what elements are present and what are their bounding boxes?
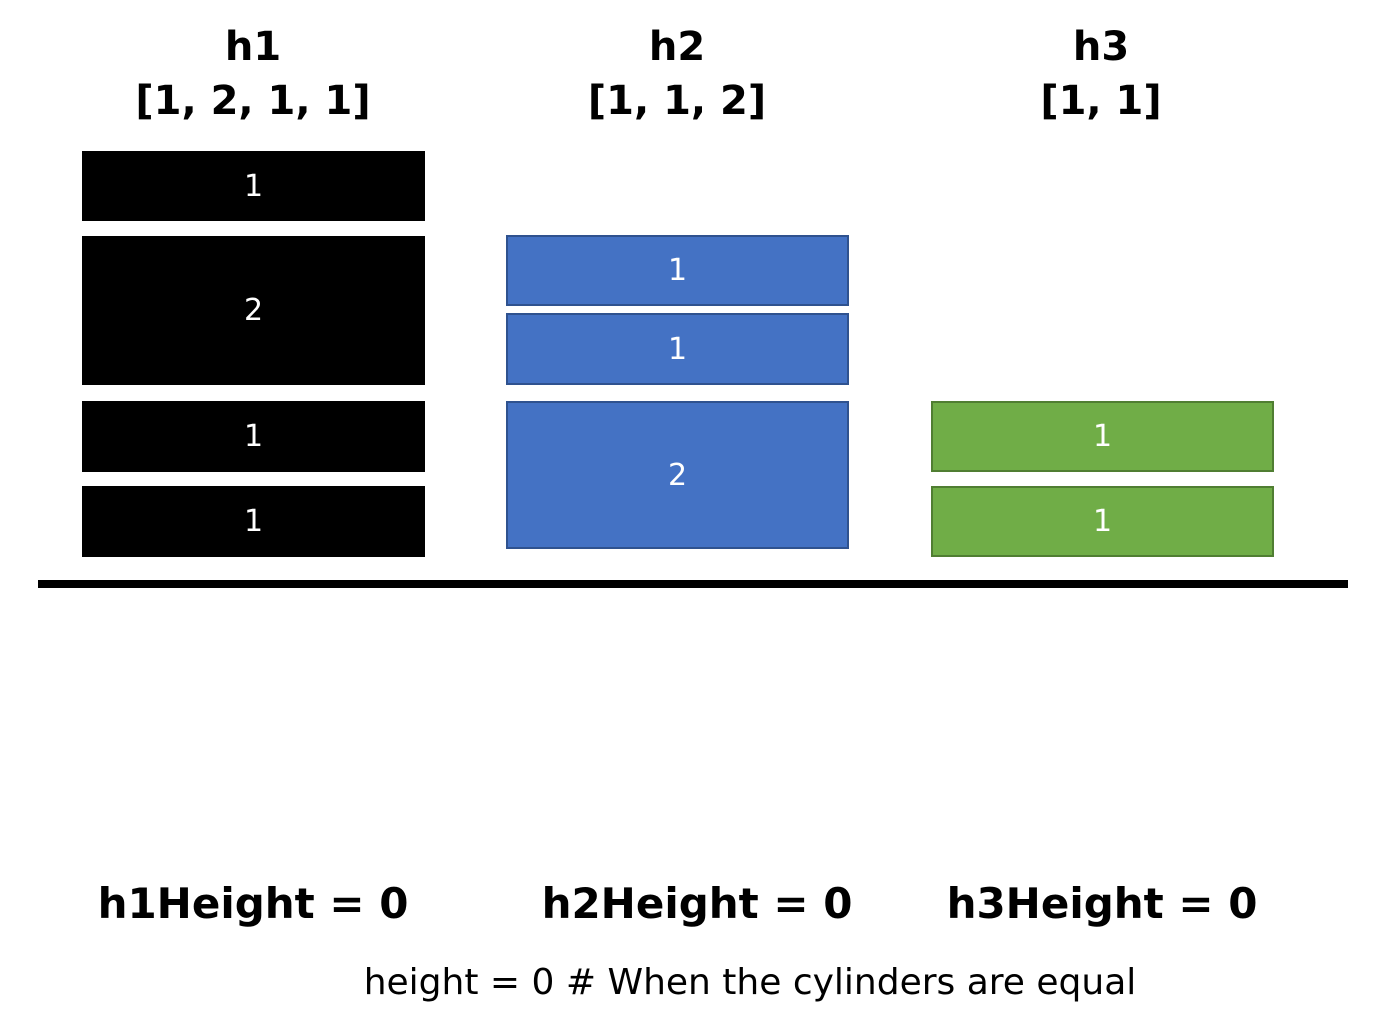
footer-note: height = 0 # When the cylinders are equa…: [363, 962, 1137, 1003]
height-label-h2: h2Height = 0: [541, 879, 853, 928]
cylinder-h2-2: 1: [506, 313, 849, 385]
stack-title-h2: h2 [1, 1, 2]: [505, 20, 849, 128]
stack-title-h1: h1 [1, 2, 1, 1]: [81, 20, 425, 128]
stack-name: h1: [224, 24, 282, 70]
height-label-h3: h3Height = 0: [946, 879, 1258, 928]
baseline: [38, 580, 1348, 588]
cylinder-h2-3: 2: [506, 401, 849, 549]
stack-list: [1, 1, 2]: [587, 78, 767, 124]
cylinder-h1-1: 1: [82, 151, 425, 221]
stack-list: [1, 2, 1, 1]: [135, 78, 371, 124]
cylinder-h1-3: 1: [82, 401, 425, 472]
stack-title-h3: h3 [1, 1]: [929, 20, 1273, 128]
stack-name: h3: [1072, 24, 1130, 70]
stack-name: h2: [648, 24, 706, 70]
cylinder-h1-4: 1: [82, 486, 425, 557]
cylinder-h3-2: 1: [931, 486, 1274, 557]
cylinder-h3-1: 1: [931, 401, 1274, 472]
height-label-h1: h1Height = 0: [97, 879, 409, 928]
stack-list: [1, 1]: [1040, 78, 1162, 124]
cylinder-h1-2: 2: [82, 236, 425, 385]
cylinder-h2-1: 1: [506, 235, 849, 306]
